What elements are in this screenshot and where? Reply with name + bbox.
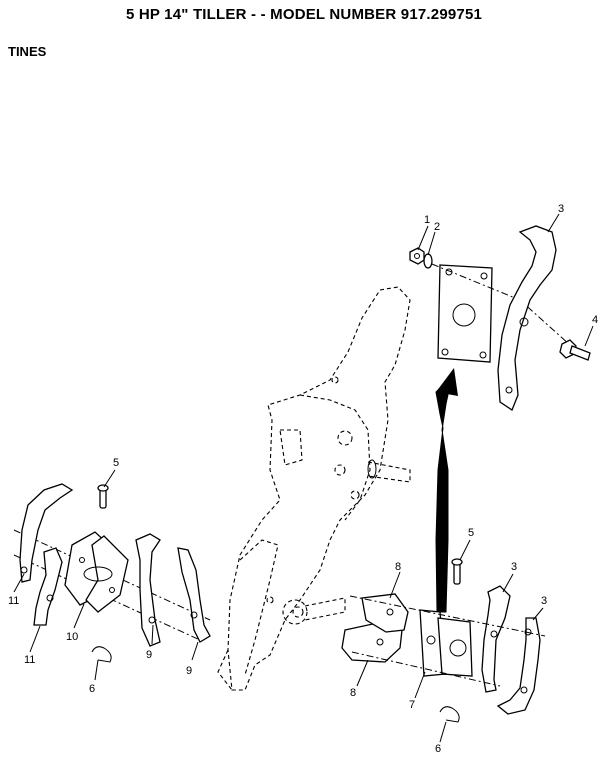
tine-blade-left-mid (135, 533, 161, 647)
callout-8-upper: 8 (395, 561, 401, 573)
tine-mounting-plate (431, 263, 571, 363)
assembly-arrow (435, 368, 458, 613)
callout-6-left: 6 (89, 683, 95, 695)
tine-blade-left-top (19, 483, 74, 583)
hairpin-clip-right (439, 706, 460, 723)
clevis-pin-left (97, 484, 109, 509)
callout-5-left: 5 (113, 457, 119, 469)
axis-line-right-2 (351, 651, 501, 687)
tine-blade-left-bottom (33, 547, 63, 626)
callout-3-upper: 3 (558, 203, 564, 215)
tine-blade-upper (497, 225, 557, 411)
callout-11-lower: 11 (24, 654, 35, 666)
callout-9-left: 9 (146, 649, 152, 661)
hub-flange-left (64, 531, 129, 613)
callout-4: 4 (592, 314, 598, 326)
page-title: 5 HP 14" TILLER - - MODEL NUMBER 917.299… (125, 6, 483, 23)
hairpin-clip-left (91, 646, 112, 663)
tine-blade-left-end (177, 547, 211, 643)
left-shaft (304, 597, 346, 621)
callout-6-right: 6 (435, 743, 441, 755)
callout-7: 7 (409, 699, 415, 711)
callout-5-right: 5 (468, 527, 474, 539)
hex-nut-part (409, 247, 425, 265)
callout-10: 10 (66, 631, 78, 643)
tine-blade-right-a (481, 585, 511, 693)
lock-washer-part (423, 253, 433, 269)
callout-1: 1 (424, 214, 430, 226)
transmission-housing (217, 286, 411, 691)
callout-11-upper: 11 (8, 595, 19, 607)
tine-blade-right-b (496, 617, 541, 715)
callout-8-lower: 8 (350, 687, 356, 699)
callout-9-right: 9 (186, 665, 192, 677)
clevis-pin-right (451, 558, 463, 585)
callout-2: 2 (434, 221, 440, 233)
callout-3-right-b: 3 (541, 595, 547, 607)
section-label: TINES (8, 44, 47, 59)
hub-right-part (341, 593, 409, 663)
callout-3-right-a: 3 (511, 561, 517, 573)
leader-lines (13, 213, 594, 743)
axis-line-right (349, 595, 546, 637)
bolt-part (559, 339, 591, 361)
hub-flange-right (419, 609, 473, 677)
right-shaft (367, 459, 411, 483)
